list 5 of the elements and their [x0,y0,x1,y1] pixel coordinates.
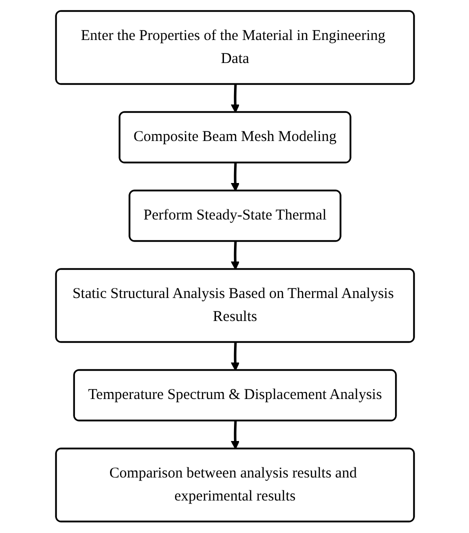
arrow [230,421,240,450]
arrow [230,163,240,192]
arrow [230,242,240,270]
arrow [230,84,240,114]
arrow [230,342,240,372]
